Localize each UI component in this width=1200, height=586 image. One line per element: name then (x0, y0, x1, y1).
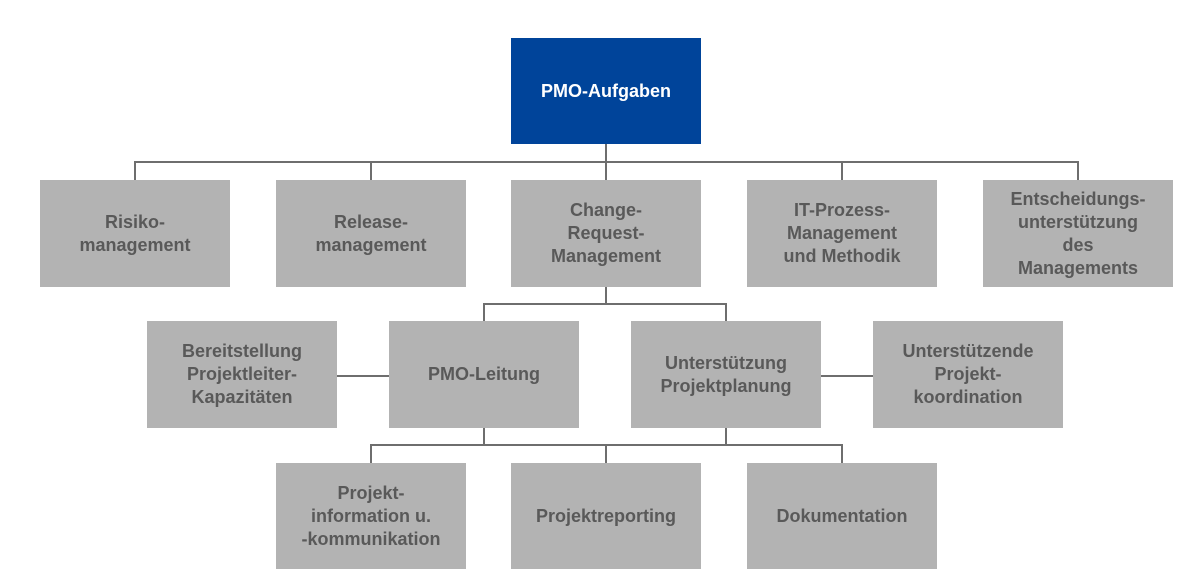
connector (821, 375, 873, 377)
node-change-request-management: Change- Request- Management (511, 180, 701, 287)
node-unterstuetzung-projektplanung: Unterstützung Projektplanung (631, 321, 821, 428)
node-dokumentation: Dokumentation (747, 463, 937, 569)
connector (337, 375, 389, 377)
node-risikomanagement: Risiko- management (40, 180, 230, 287)
connector (370, 444, 372, 463)
connector (134, 161, 136, 180)
node-projektreporting: Projektreporting (511, 463, 701, 569)
connector (841, 161, 843, 180)
connector (134, 161, 1079, 163)
node-pmo-leitung: PMO-Leitung (389, 321, 579, 428)
node-unterstuetzende-projektkoordination: Unterstützende Projekt- koordination (873, 321, 1063, 428)
connector (483, 303, 727, 305)
connector (1077, 161, 1079, 180)
connector (725, 303, 727, 321)
connector (370, 161, 372, 180)
connector (483, 428, 485, 446)
connector (605, 444, 607, 463)
connector (725, 428, 727, 446)
node-pmo-aufgaben: PMO-Aufgaben (511, 38, 701, 144)
connector (841, 444, 843, 463)
node-bereitstellung-projektleiter: Bereitstellung Projektleiter- Kapazitäte… (147, 321, 337, 428)
connector (605, 287, 607, 304)
node-releasemanagement: Release- management (276, 180, 466, 287)
node-entscheidungsunterstuetzung: Entscheidungs- unterstützung des Managem… (983, 180, 1173, 287)
node-projektinformation: Projekt- information u. -kommunikation (276, 463, 466, 569)
node-it-prozess-management: IT-Prozess- Management und Methodik (747, 180, 937, 287)
connector (483, 303, 485, 321)
